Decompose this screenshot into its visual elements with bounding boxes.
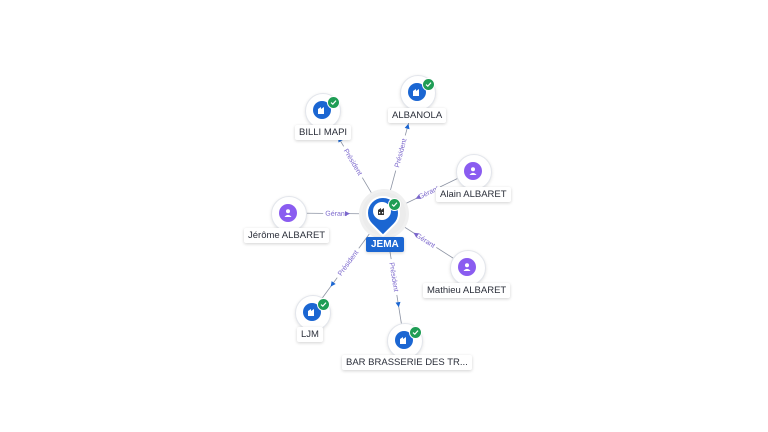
edge-label-bg xyxy=(340,144,367,180)
edge-arrow-alain xyxy=(415,194,422,199)
verified-check-icon xyxy=(327,96,340,109)
center-node-jema[interactable] xyxy=(358,188,408,238)
node-label-ljm[interactable]: LJM xyxy=(297,327,323,342)
node-label-albanola[interactable]: ALBANOLA xyxy=(388,108,447,123)
verified-check-icon xyxy=(422,78,435,91)
edge-arrow-ljm xyxy=(330,281,336,287)
edge-label-bg xyxy=(333,245,362,280)
edge-arrow-albanola xyxy=(404,123,410,130)
edge-label-jerome: Gérant xyxy=(325,211,347,218)
node-label-billi-mapi[interactable]: BILLI MAPI xyxy=(295,125,352,140)
center-node-label[interactable]: JEMA xyxy=(366,237,404,252)
edge-label-bar: Président xyxy=(387,262,399,292)
building-icon xyxy=(408,83,426,101)
person-icon xyxy=(458,258,476,276)
edge-label-bg xyxy=(412,229,439,251)
verified-check-icon xyxy=(388,198,401,211)
edge-arrow-jerome xyxy=(344,211,351,217)
edge-arrow-bar xyxy=(395,301,401,308)
node-label-mathieu-albaret[interactable]: Mathieu ALBARET xyxy=(423,283,511,298)
edge-label-bg xyxy=(387,258,402,296)
building-icon xyxy=(395,331,413,349)
verified-check-icon xyxy=(409,326,422,339)
building-icon xyxy=(313,101,331,119)
building-icon xyxy=(373,202,391,220)
edge-label-ljm: Président xyxy=(337,249,360,277)
edge-arrow-mathieu xyxy=(413,232,419,238)
person-icon xyxy=(464,162,482,180)
node-label-jerome-albaret[interactable]: Jérôme ALBARET xyxy=(244,228,330,243)
node-label-bar-brasserie[interactable]: BAR BRASSERIE DES TR... xyxy=(342,355,472,370)
node-label-alain-albaret[interactable]: Alain ALBARET xyxy=(436,187,511,202)
building-icon xyxy=(303,303,321,321)
edge-label-bg xyxy=(323,208,349,218)
person-icon xyxy=(279,204,297,222)
edge-label-bg xyxy=(415,182,442,202)
edge-label-bg xyxy=(391,134,409,172)
verified-check-icon xyxy=(317,298,330,311)
